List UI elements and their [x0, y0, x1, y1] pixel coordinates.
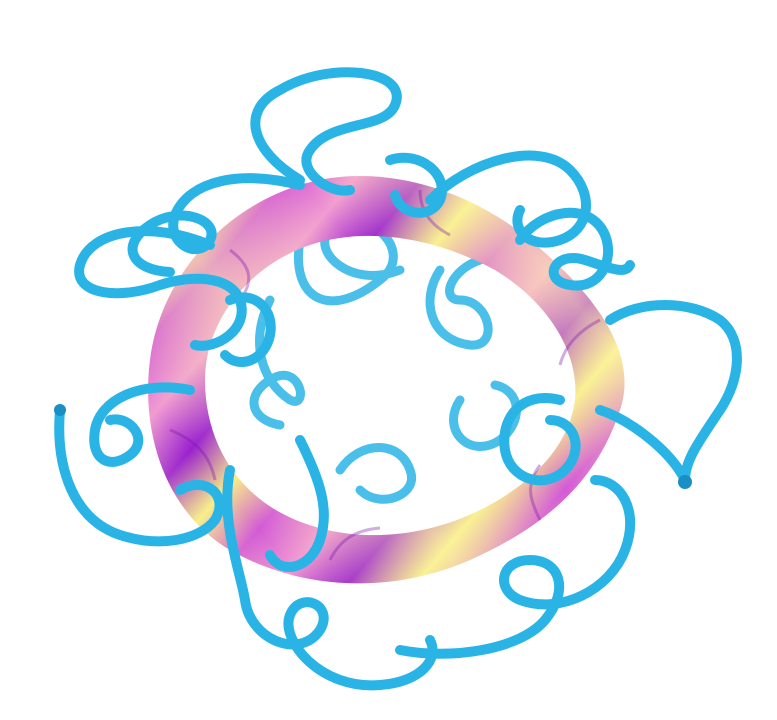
tube-loop-bottom-right	[395, 475, 636, 659]
helix-ribbon	[148, 176, 625, 584]
tube-loop-inner-5	[335, 443, 417, 504]
tube-loop-right-upper	[515, 207, 635, 291]
tube-loop-inner-3	[249, 295, 305, 430]
tube-loop-top	[250, 67, 402, 196]
tube-loop-right-lower	[499, 393, 581, 486]
tube-ends	[54, 404, 692, 489]
tube-loop-right	[595, 300, 742, 485]
tube-loop-top-center	[385, 152, 447, 218]
back-loops	[249, 216, 521, 504]
tube-loop-bottom-center	[265, 435, 329, 572]
tube-loop-top-right	[425, 150, 591, 248]
tube-loop-left-mid	[89, 382, 195, 467]
tube-loop-bottom-left	[222, 465, 438, 691]
tube-loop-left	[74, 226, 247, 351]
tube-loop-left-inner	[220, 292, 276, 368]
tube-loop-inner-2	[425, 255, 493, 350]
tube-loop-left-hook	[54, 405, 225, 547]
tube-loop-inner-1	[294, 216, 405, 306]
front-loops	[54, 67, 742, 691]
